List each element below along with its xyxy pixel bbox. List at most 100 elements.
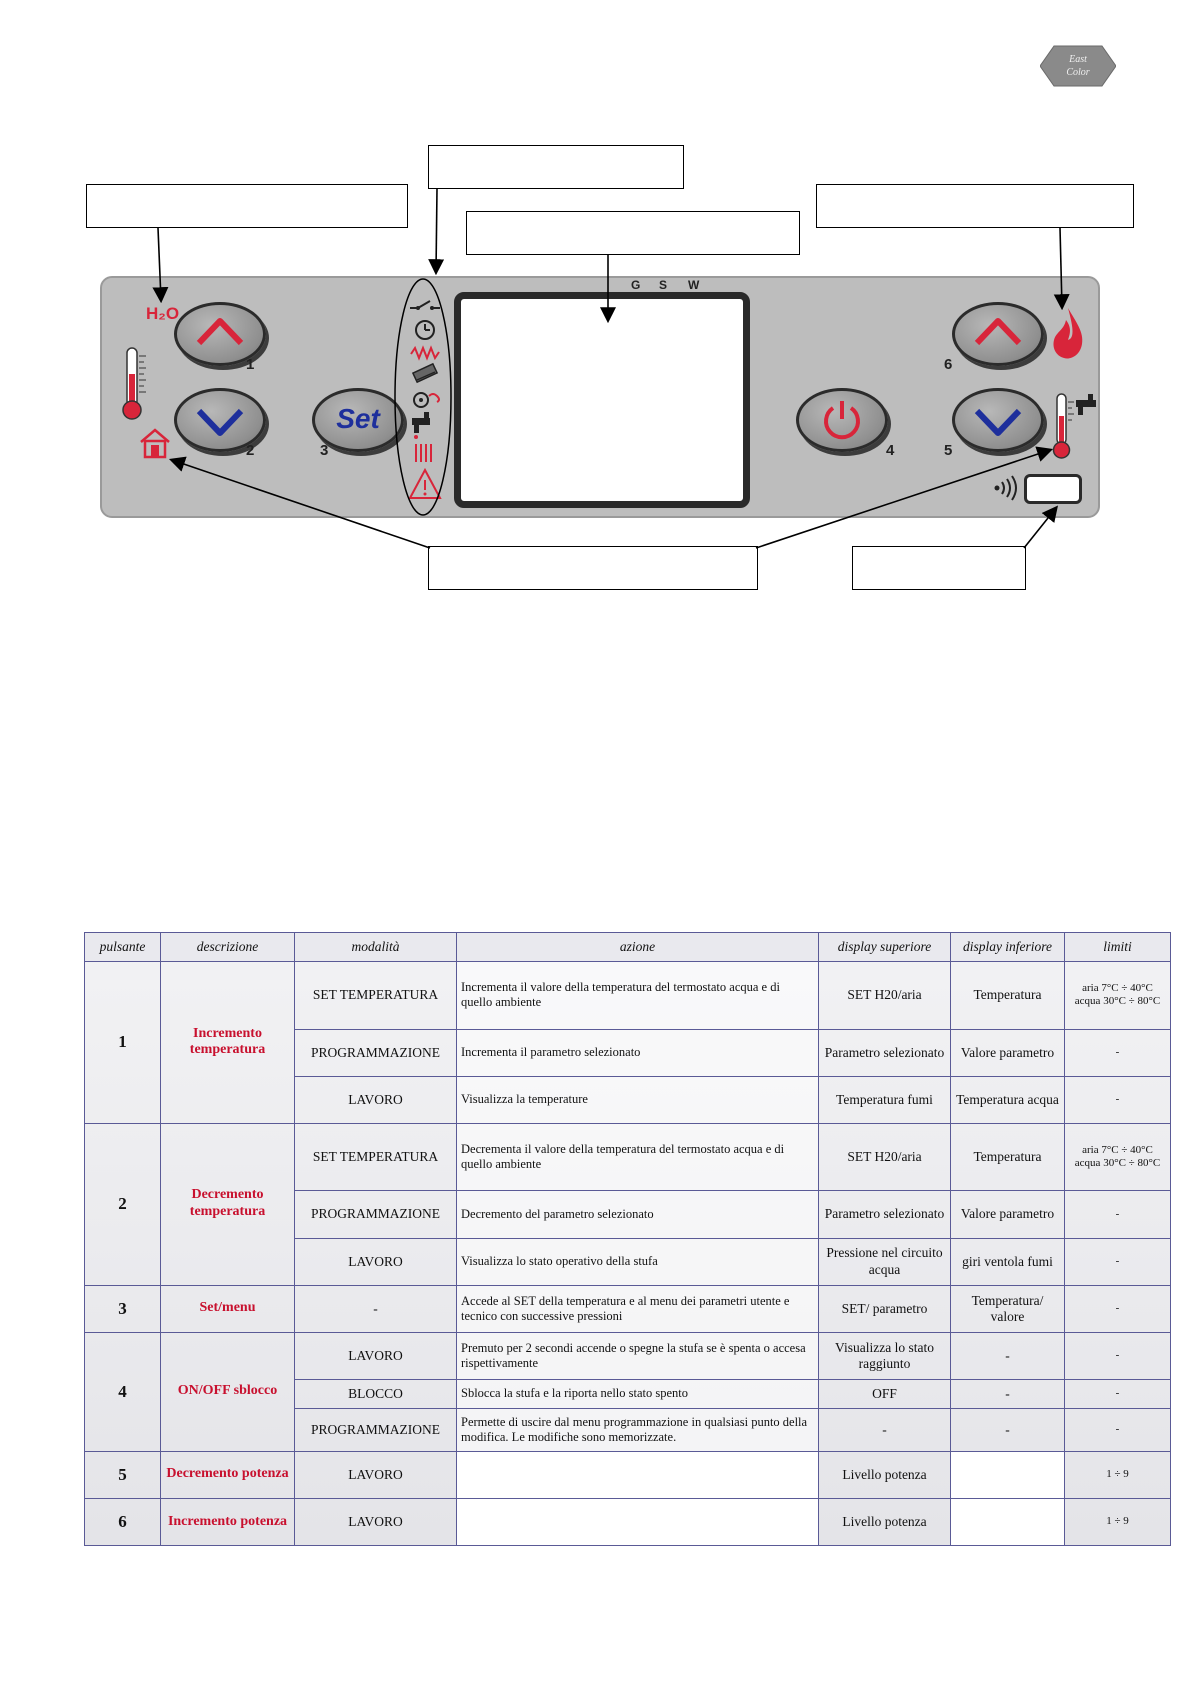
cell-pulsante: 6 bbox=[84, 1497, 161, 1547]
power-icon bbox=[824, 401, 860, 440]
cell-display-superiore: Livello potenza bbox=[818, 1450, 951, 1499]
decrease-power-button[interactable] bbox=[952, 388, 1044, 452]
cell-modalita: LAVORO bbox=[294, 1497, 457, 1547]
cell-azione: Decremento del parametro selezionato bbox=[456, 1190, 819, 1239]
cell-limiti: aria 7°C ÷ 40°C acqua 30°C ÷ 80°C bbox=[1064, 1122, 1171, 1192]
cell-modalita: - bbox=[294, 1284, 457, 1333]
cell-display-superiore: SET/ parametro bbox=[818, 1284, 951, 1333]
chevron-up-icon bbox=[196, 318, 244, 346]
decrease-temperature-button[interactable] bbox=[174, 388, 266, 452]
set-button-label: Set bbox=[336, 403, 380, 434]
cell-pulsante: 5 bbox=[84, 1450, 161, 1499]
cell-display-inferiore: Temperatura acqua bbox=[950, 1075, 1065, 1124]
table-row: 3 Set/menu - Accede al SET della tempera… bbox=[84, 1284, 1171, 1333]
cell-display-superiore: Parametro selezionato bbox=[818, 1028, 951, 1077]
cell-modalita: LAVORO bbox=[294, 1075, 457, 1124]
control-panel: H₂O 1 2 Set 3 bbox=[100, 276, 1100, 518]
cell-display-superiore: Visualizza lo stato raggiunto bbox=[818, 1331, 951, 1380]
header-azione: azione bbox=[456, 932, 819, 962]
cell-azione: Visualizza la temperature bbox=[456, 1075, 819, 1124]
cell-descrizione: Set/menu bbox=[160, 1284, 295, 1333]
table-row: 1 Incremento temperatura SET TEMPERATURA… bbox=[84, 961, 1171, 1124]
cell-azione: Permette di uscire dal menu programmazio… bbox=[456, 1407, 819, 1452]
table-row: 4 ON/OFF sblocco LAVORO Premuto per 2 se… bbox=[84, 1331, 1171, 1452]
cell-modalita: BLOCCO bbox=[294, 1378, 457, 1409]
table-row: LAVORO Visualizza lo stato operativo del… bbox=[85, 1237, 1171, 1286]
chevron-down-icon bbox=[974, 408, 1022, 436]
cell-display-inferiore: - bbox=[950, 1331, 1065, 1380]
switch-icon bbox=[410, 300, 440, 310]
header-pulsante: pulsante bbox=[84, 932, 161, 962]
cell-limiti: - bbox=[1064, 1284, 1171, 1333]
cell-descrizione: Decremento potenza bbox=[160, 1450, 295, 1499]
flame-icon bbox=[1053, 308, 1083, 359]
cell-azione: Sblocca la stufa e la riporta nello stat… bbox=[456, 1378, 819, 1409]
table-row: 6 Incremento potenza LAVORO Livello pote… bbox=[84, 1497, 1171, 1547]
cell-azione: Incrementa il parametro selezionato bbox=[456, 1028, 819, 1077]
cell-limiti: - bbox=[1064, 1331, 1171, 1380]
increase-temperature-button[interactable] bbox=[174, 302, 266, 366]
button-number-1: 1 bbox=[246, 356, 255, 373]
cell-azione: Visualizza lo stato operativo della stuf… bbox=[456, 1237, 819, 1286]
cell-descrizione: Decremento temperatura bbox=[160, 1122, 295, 1286]
button-number-2: 2 bbox=[246, 442, 255, 459]
cell-limiti: - bbox=[1064, 1237, 1171, 1286]
cell-modalita: PROGRAMMAZIONE bbox=[294, 1190, 457, 1239]
cell-display-inferiore: - bbox=[950, 1407, 1065, 1452]
cell-modalita: PROGRAMMAZIONE bbox=[294, 1407, 457, 1452]
cell-limiti: 1 ÷ 9 bbox=[1064, 1450, 1171, 1499]
brand-logo: East Color bbox=[1039, 44, 1117, 88]
logo-line2: Color bbox=[1066, 67, 1089, 78]
table-row: PROGRAMMAZIONE Decremento del parametro … bbox=[85, 1190, 1171, 1239]
thermometer-tap-icon bbox=[1052, 393, 1096, 459]
cell-pulsante: 2 bbox=[84, 1122, 161, 1286]
cell-modalita: SET TEMPERATURA bbox=[294, 1122, 457, 1192]
radiator-icon bbox=[415, 444, 432, 462]
callout-temp-sensors bbox=[428, 546, 758, 590]
callout-water-temp bbox=[86, 184, 408, 228]
chevron-down-icon bbox=[196, 408, 244, 436]
indicator-g: G bbox=[631, 278, 641, 292]
receiver-box bbox=[1024, 474, 1082, 504]
pellet-auger-icon bbox=[411, 362, 439, 384]
cell-display-superiore: - bbox=[818, 1407, 951, 1452]
clock-icon bbox=[415, 320, 435, 340]
increase-power-button[interactable] bbox=[952, 302, 1044, 366]
lcd-display bbox=[454, 292, 750, 508]
cell-display-superiore: SET H20/aria bbox=[818, 1122, 951, 1192]
fan-icon bbox=[413, 392, 440, 408]
cell-display-inferiore: Valore parametro bbox=[950, 1028, 1065, 1077]
cell-limiti: - bbox=[1064, 1407, 1171, 1452]
house-icon bbox=[140, 428, 170, 459]
cell-limiti: - bbox=[1064, 1028, 1171, 1077]
cell-limiti: 1 ÷ 9 bbox=[1064, 1497, 1171, 1547]
cell-display-inferiore: Temperatura/ valore bbox=[950, 1284, 1065, 1333]
table-row: LAVORO Visualizza la temperature Tempera… bbox=[85, 1075, 1171, 1124]
cell-display-inferiore: Valore parametro bbox=[950, 1190, 1065, 1239]
header-display-inferiore: display inferiore bbox=[950, 932, 1065, 962]
power-button[interactable] bbox=[796, 388, 888, 452]
cell-display-inferiore bbox=[950, 1450, 1065, 1499]
button-number-5: 5 bbox=[944, 442, 953, 459]
cell-modalita: PROGRAMMAZIONE bbox=[294, 1028, 457, 1077]
indicator-s: S bbox=[659, 278, 668, 292]
cell-descrizione: Incremento temperatura bbox=[160, 961, 295, 1124]
cell-limiti: - bbox=[1064, 1075, 1171, 1124]
indicator-icons bbox=[408, 300, 442, 499]
cell-modalita: LAVORO bbox=[294, 1450, 457, 1499]
table-row: 5 Decremento potenza LAVORO Livello pote… bbox=[84, 1450, 1171, 1499]
set-menu-button[interactable]: Set bbox=[312, 388, 404, 452]
cell-descrizione: Incremento potenza bbox=[160, 1497, 295, 1547]
cell-display-inferiore bbox=[950, 1497, 1065, 1547]
table-row: PROGRAMMAZIONE Incrementa il parametro s… bbox=[85, 1028, 1171, 1077]
cell-display-inferiore: Temperatura bbox=[950, 1122, 1065, 1192]
cell-azione: Incrementa il valore della temperatura d… bbox=[456, 961, 819, 1030]
cell-display-inferiore: giri ventola fumi bbox=[950, 1237, 1065, 1286]
table-row: PROGRAMMAZIONE Permette di uscire dal me… bbox=[85, 1407, 1171, 1452]
table-row: 2 Decremento temperatura SET TEMPERATURA… bbox=[84, 1122, 1171, 1286]
header-descrizione: descrizione bbox=[160, 932, 295, 962]
h2o-label: H₂O bbox=[146, 304, 180, 323]
button-number-4: 4 bbox=[886, 442, 895, 459]
cell-display-superiore: OFF bbox=[818, 1378, 951, 1409]
cell-display-superiore: Parametro selezionato bbox=[818, 1190, 951, 1239]
